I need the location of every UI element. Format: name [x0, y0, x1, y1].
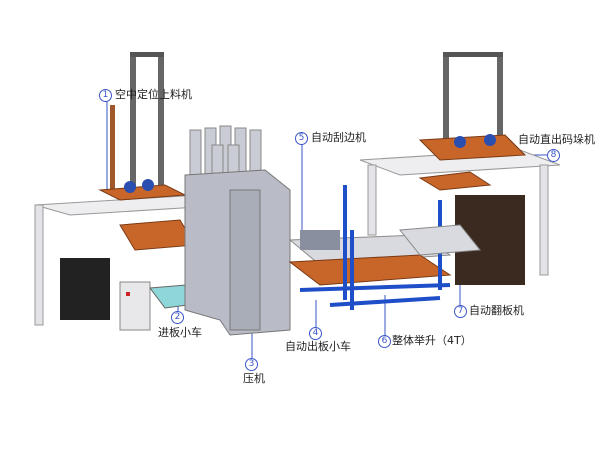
label-number-3: 3 — [245, 358, 258, 371]
label-overhead-loader: 空中定位上料机 — [115, 88, 192, 101]
label-number-5: 5 — [295, 132, 308, 145]
label-number-7: 7 — [454, 305, 467, 318]
direct-output-stacker — [359, 52, 561, 285]
label-number-8: 8 — [547, 149, 560, 162]
hot-press — [184, 125, 291, 336]
label-panel-flipper: 自动翻板机 — [469, 304, 524, 317]
label-exit-cart: 自动出板小车 — [285, 340, 351, 353]
label-press: 压机 — [243, 372, 265, 385]
label-stacker: 自动直出码垛机 — [518, 133, 595, 146]
label-number-2: 2 — [171, 311, 184, 324]
label-number-4: 4 — [309, 327, 322, 340]
label-infeed-cart: 进板小车 — [158, 326, 202, 339]
label-number-1: 1 — [99, 89, 112, 102]
label-edge-trimmer: 自动刮边机 — [311, 131, 366, 144]
label-number-6: 6 — [378, 335, 391, 348]
label-lift: 整体举升（4T） — [392, 334, 472, 347]
